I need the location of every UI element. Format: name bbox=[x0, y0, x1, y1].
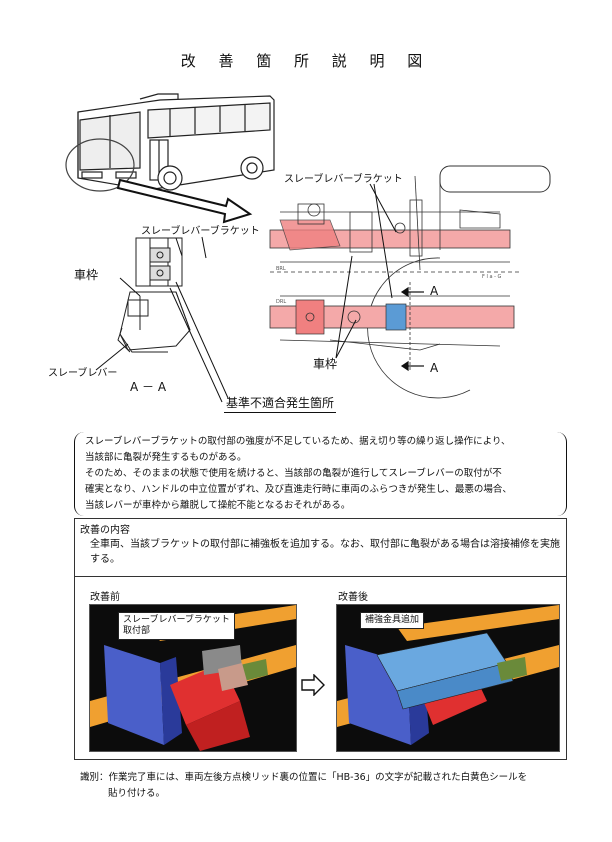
label-frame-right: 車枠 bbox=[313, 357, 338, 371]
label-section-aa: A － A bbox=[130, 380, 167, 394]
after-render bbox=[337, 605, 559, 745]
identification-line-1: 識別：作業完了車には、車両左後方点検リッド裏の位置に「HB-36」の文字が記載さ… bbox=[80, 772, 528, 783]
improvement-divider bbox=[74, 576, 567, 577]
svg-text:BRL: BRL bbox=[276, 266, 286, 272]
direction-arrow bbox=[116, 178, 253, 224]
before-caption-line-2: 取付部 bbox=[123, 626, 151, 636]
before-caption: スレーブレバーブラケット 取付部 bbox=[118, 612, 235, 640]
chassis-plan-view: DRL bbox=[269, 282, 515, 370]
label-slave-bracket-right: スレーブレバーブラケット bbox=[284, 174, 403, 185]
problem-line-3: そのため、そのままの状態で使用を続けると、当該部の亀裂が進行してスレーブレバーの… bbox=[85, 468, 502, 479]
label-section-a-bottom: A bbox=[430, 361, 439, 375]
improvement-body: 全車両、当該ブラケットの取付部に補強板を追加する。なお、取付部に亀裂がある場合は… bbox=[90, 539, 560, 565]
identification-line-2: 貼り付ける。 bbox=[108, 788, 166, 799]
bus-drawing bbox=[65, 93, 275, 192]
label-section-a-top: A bbox=[430, 284, 439, 298]
chassis-side-view: BRL F l a - G bbox=[269, 165, 551, 399]
label-slave-lever: スレーブレバー bbox=[48, 368, 118, 379]
improvement-heading: 改善の内容 bbox=[80, 525, 130, 536]
problem-line-2: 当該部に亀裂が発生するものがある。 bbox=[85, 452, 247, 463]
problem-description: スレーブレバーブラケットの取付部の強度が不足しているため、据え切り等の繰り返し操… bbox=[74, 432, 567, 516]
after-caption: 補強金具追加 bbox=[360, 612, 425, 629]
before-label: 改善前 bbox=[90, 592, 120, 603]
identification-note: 識別：作業完了車には、車両左後方点検リッド裏の位置に「HB-36」の文字が記載さ… bbox=[80, 770, 570, 802]
section-aa-drawing bbox=[117, 237, 191, 353]
problem-line-5: 当該レバーが車枠から離脱して操舵不能となるおそれがある。 bbox=[85, 500, 351, 511]
after-label: 改善後 bbox=[338, 592, 368, 603]
svg-text:F l a - G: F l a - G bbox=[482, 274, 501, 280]
page-title: 改 善 箇 所 説 明 図 bbox=[180, 52, 432, 70]
callout-nonconforming-location: 基準不適合発生箇所 bbox=[224, 394, 337, 413]
label-slave-bracket-left: スレーブレバーブラケット bbox=[141, 226, 260, 237]
before-after-arrow bbox=[301, 674, 325, 696]
problem-line-4: 確実となり、ハンドルの中立位置がずれ、及び直進走行時に車両のふらつきが発生し、最… bbox=[85, 484, 512, 495]
problem-line-1: スレーブレバーブラケットの取付部の強度が不足しているため、据え切り等の繰り返し操… bbox=[85, 436, 511, 447]
label-frame-left: 車枠 bbox=[74, 268, 99, 282]
svg-text:DRL: DRL bbox=[276, 299, 286, 305]
technical-illustration: BRL F l a - G DRL bbox=[65, 93, 551, 403]
before-caption-line-1: スレーブレバーブラケット bbox=[123, 615, 230, 625]
after-image bbox=[336, 604, 560, 752]
improvement-box bbox=[74, 518, 567, 760]
